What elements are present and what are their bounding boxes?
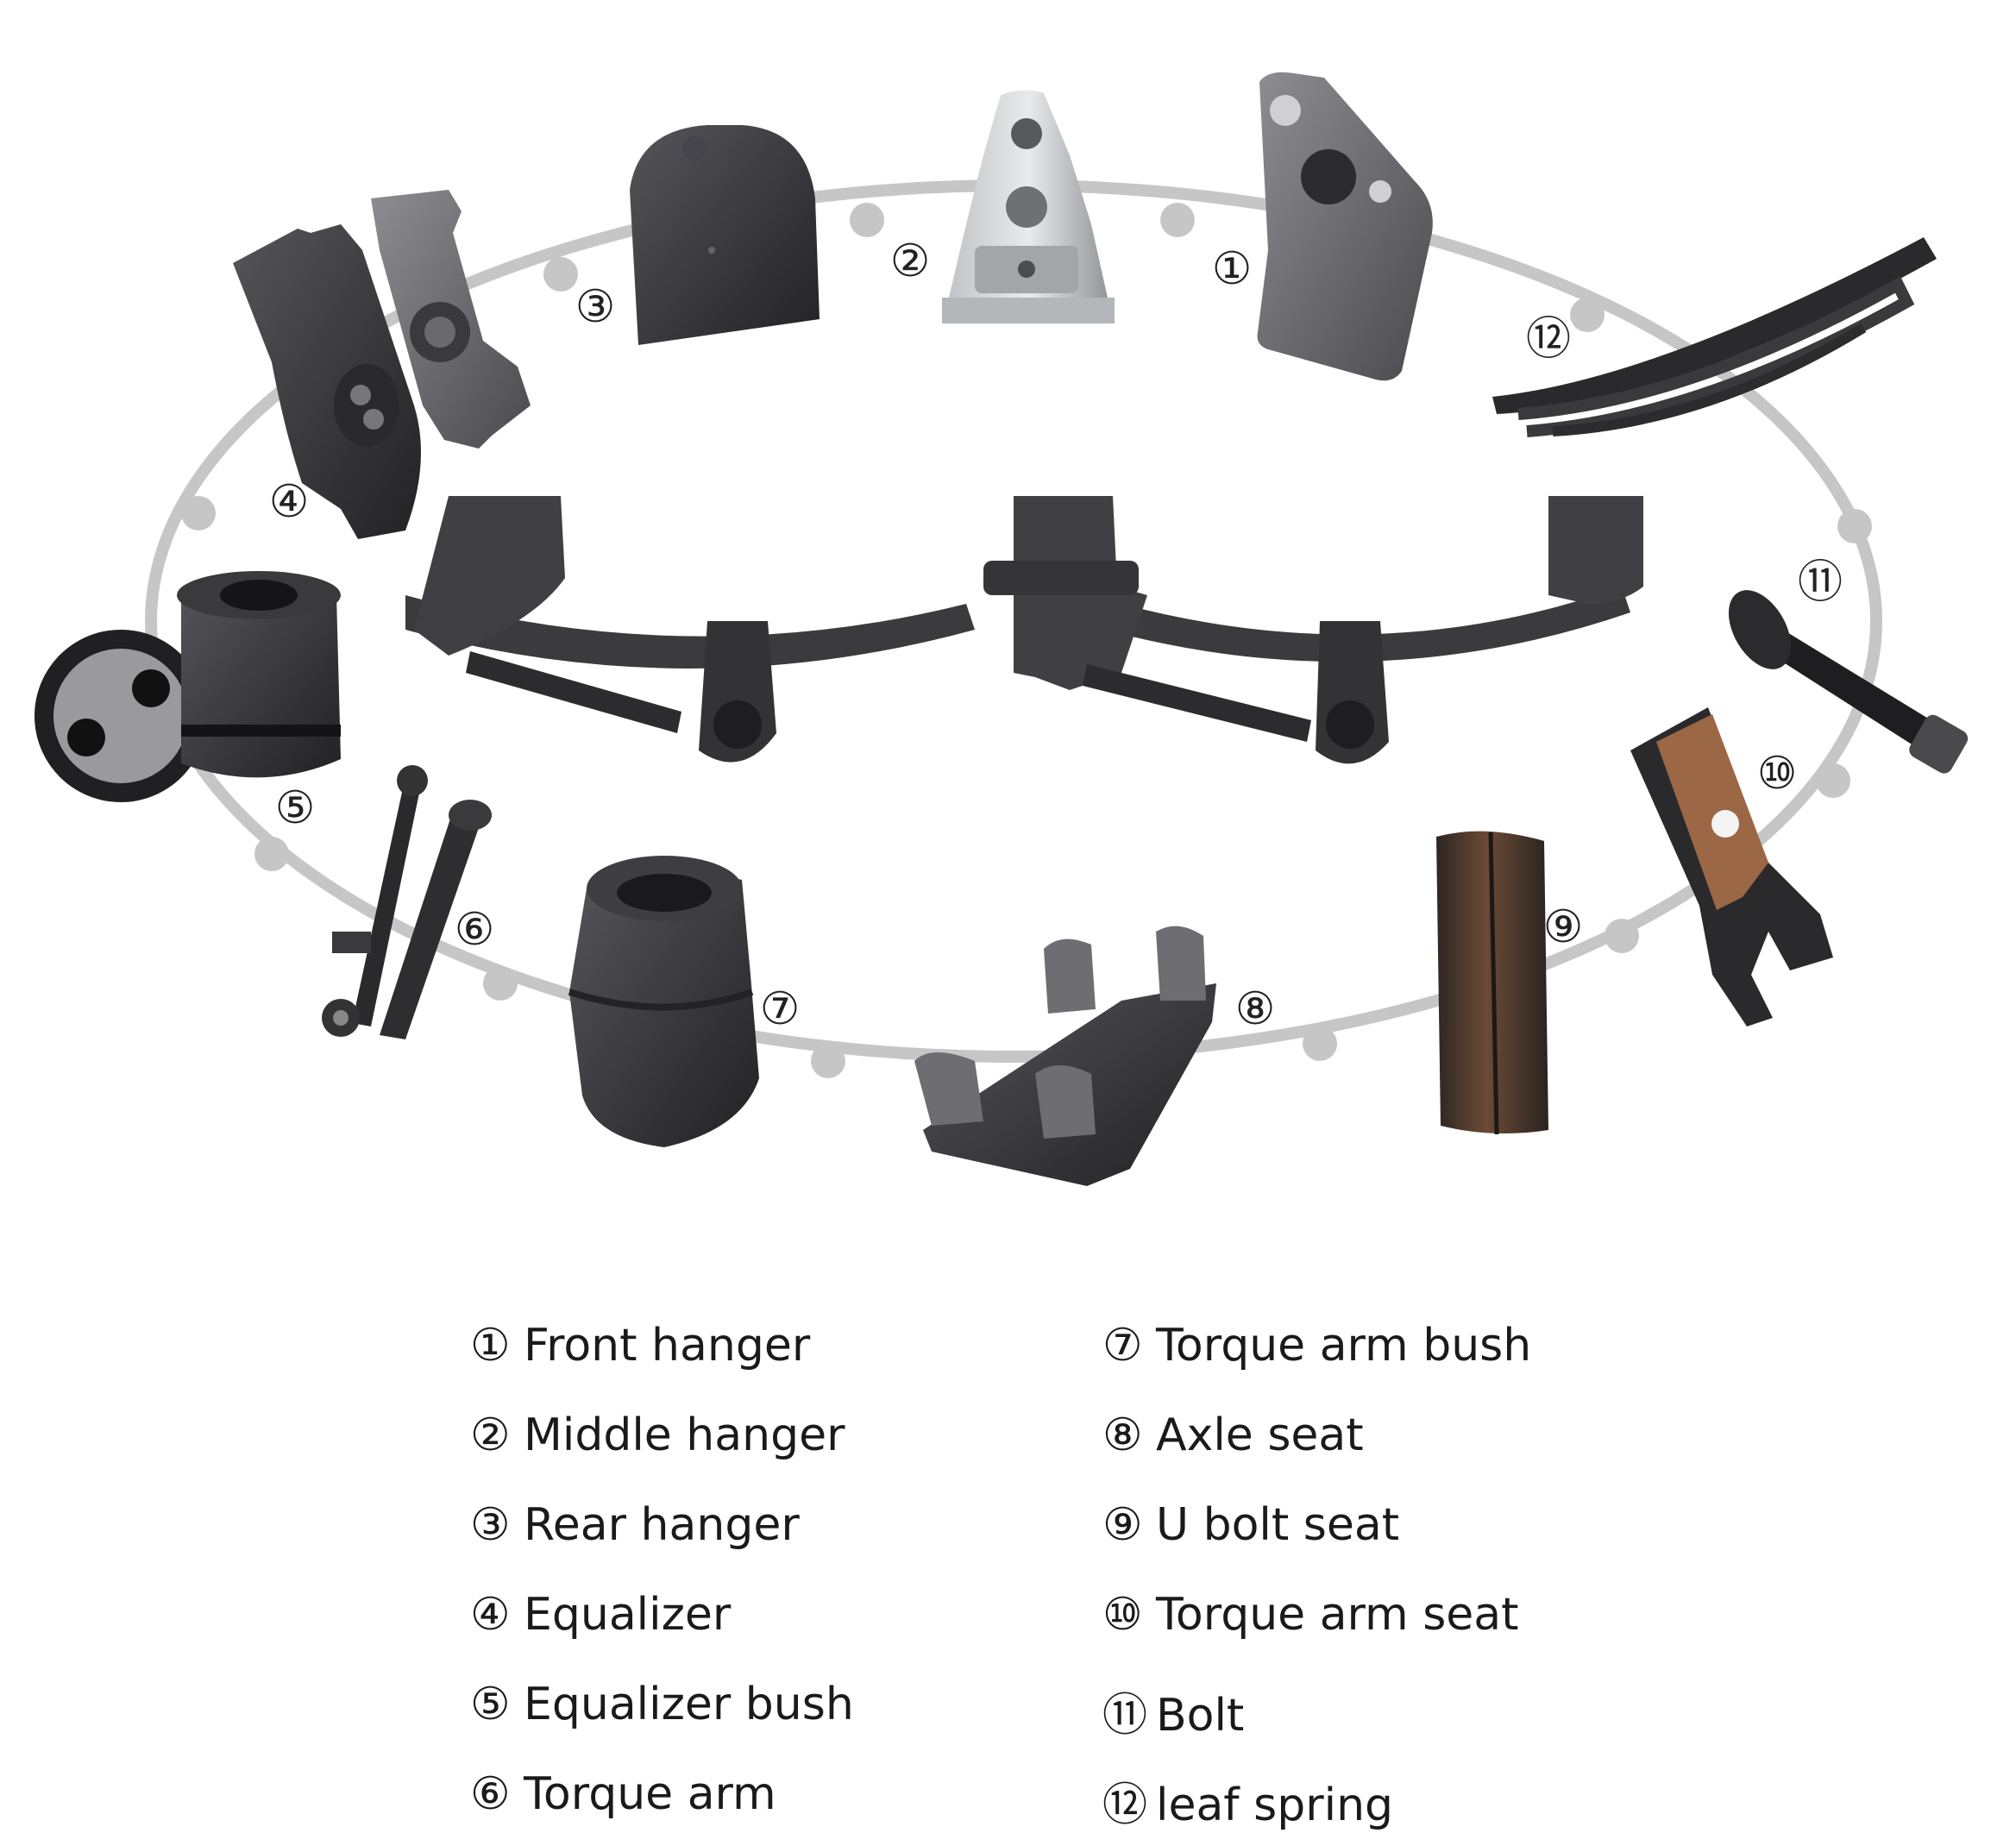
axle-seat-image (914, 926, 1216, 1186)
rear-hanger-image (630, 125, 820, 345)
torque-arm-bush-image (568, 856, 759, 1147)
bolt-image (1728, 590, 1969, 774)
suspension-assembly-image (405, 496, 1643, 764)
leaf-spring-image (1492, 237, 1937, 437)
middle-hanger-image (942, 90, 1115, 323)
front-hanger-image (1257, 72, 1433, 381)
equalizer-image (233, 190, 531, 539)
equalizer-bush-image (35, 571, 341, 802)
torque-arm-seat-image (1630, 707, 1833, 1026)
torque-arm-image (322, 765, 492, 1039)
u-bolt-seat-image (1436, 831, 1548, 1135)
